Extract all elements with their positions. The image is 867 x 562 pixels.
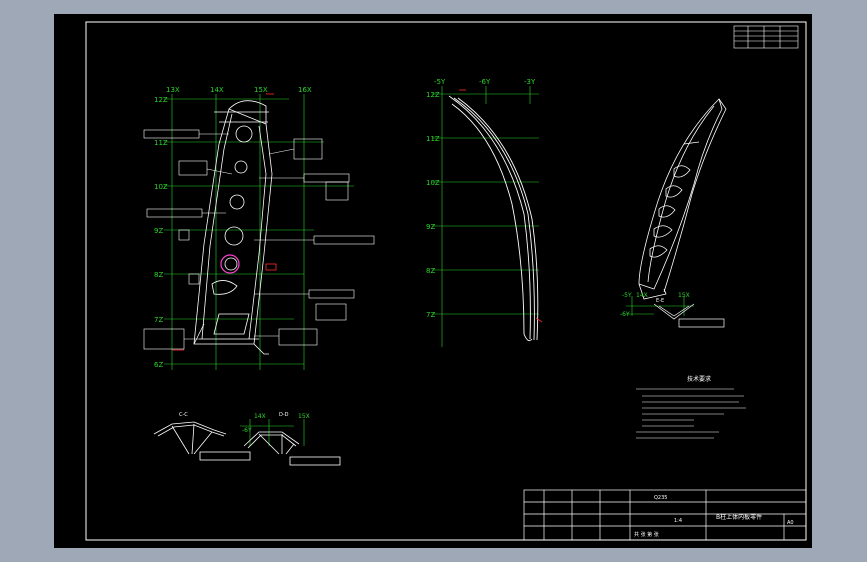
front-level-label: 9Z: [154, 227, 163, 235]
section-top-label: -6Y: [242, 427, 252, 434]
iso-label: -6Y: [620, 311, 630, 318]
side-top-label: -5Y: [434, 78, 446, 86]
front-level-label: 12Z: [154, 96, 168, 104]
drawing-sheet: 13X 14X 15X 16X 12Z 11Z 10Z 9Z 8Z 7Z 6Z: [54, 14, 812, 548]
cad-drawing: 13X 14X 15X 16X 12Z 11Z 10Z 9Z 8Z 7Z 6Z: [85, 21, 807, 541]
iso-label: 14X: [636, 292, 648, 299]
title-scale: 1:4: [674, 518, 682, 524]
front-top-label: 13X: [166, 86, 180, 94]
title-part-name: B柱上体内板零件: [716, 513, 762, 521]
front-top-label: 14X: [210, 86, 224, 94]
side-level-label: 7Z: [426, 311, 435, 319]
section-label-right: D-D: [279, 412, 289, 418]
side-level-label: 8Z: [426, 267, 435, 275]
section-label-left: C-C: [179, 412, 188, 418]
front-level-label: 10Z: [154, 183, 168, 191]
side-level-label: 12Z: [426, 91, 440, 99]
side-view: -5Y -6Y -3Y 12Z 11Z 10Z 9Z 8Z 7Z: [426, 78, 543, 347]
iso-label: 15X: [678, 292, 690, 299]
front-level-label: 6Z: [154, 361, 163, 369]
title-count: 共 张 第 张: [634, 531, 659, 538]
title-block: [523, 489, 807, 541]
drawing-frame: [85, 21, 807, 541]
title-sheet: A0: [787, 520, 794, 526]
iso-label: E-E: [656, 298, 664, 304]
side-top-label: -6Y: [479, 78, 491, 86]
title-material: Q235: [654, 495, 667, 501]
side-level-label: 11Z: [426, 135, 440, 143]
front-level-label: 7Z: [154, 316, 163, 324]
revision-table: [733, 25, 799, 49]
technical-notes: 技术要求: [636, 375, 746, 439]
iso-label: -5Y: [622, 292, 632, 299]
front-view: 13X 14X 15X 16X 12Z 11Z 10Z 9Z 8Z 7Z 6Z: [143, 86, 375, 370]
front-top-label: 16X: [298, 86, 312, 94]
front-level-label: 11Z: [154, 139, 168, 147]
front-level-label: 8Z: [154, 271, 163, 279]
section-views: C-C D-D 14X 15X -6Y: [153, 412, 341, 466]
section-top-label: 14X: [254, 413, 266, 420]
side-level-label: 9Z: [426, 223, 435, 231]
side-top-label: -3Y: [524, 78, 536, 86]
front-top-label: 15X: [254, 86, 268, 94]
iso-view: -5Y 14X 15X -6Y E-E: [620, 98, 727, 328]
section-top-label: 15X: [298, 413, 310, 420]
notes-title: 技术要求: [687, 375, 711, 383]
side-level-label: 10Z: [426, 179, 440, 187]
